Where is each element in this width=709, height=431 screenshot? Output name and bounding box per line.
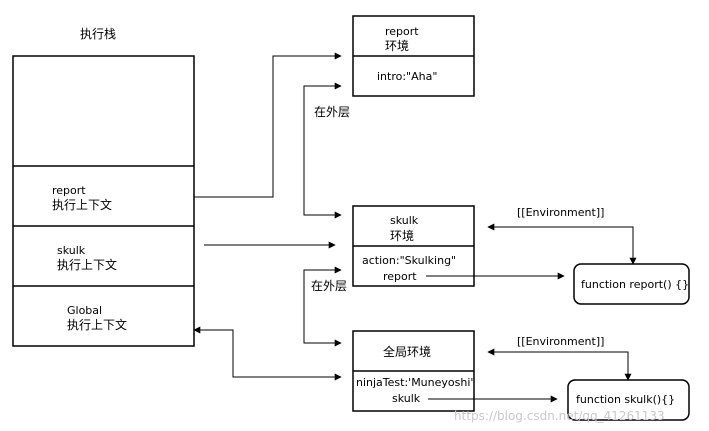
skulk-context: skulk 执行上下文 — [57, 244, 117, 272]
function-report-text: function report() {} — [581, 278, 689, 291]
report-env-entry-intro: intro:"Aha" — [377, 70, 437, 83]
skulk-env-entry-action: action:"Skulking" — [362, 254, 456, 267]
outer-label-1: 在外层 — [314, 105, 350, 119]
skulk-context-name: skulk — [57, 244, 86, 257]
global-env-label: 全局环境 — [383, 344, 431, 359]
skulk-env-name: skulk — [390, 214, 419, 227]
arrow-report-function-environment — [487, 223, 637, 265]
arrow-report-context-to-env — [194, 52, 342, 198]
global-environment: 全局环境 ninjaTest:'Muneyoshi' skulk — [352, 330, 475, 412]
function-skulk-text: function skulk(){} — [576, 393, 675, 406]
environment-label-1: [[Environment]] — [517, 206, 604, 219]
function-report-box: function report() {} — [573, 263, 690, 305]
global-context-name: Global — [67, 304, 102, 317]
global-env-entry-ninjatest: ninjaTest:'Muneyoshi' — [356, 376, 473, 389]
report-env-name: report — [385, 25, 419, 38]
global-context: Global 执行上下文 — [67, 304, 127, 332]
execution-stack — [12, 55, 195, 347]
global-env-entry-skulk: skulk — [392, 392, 421, 405]
function-skulk-box: function skulk(){} — [567, 379, 690, 421]
skulk-context-label: 执行上下文 — [57, 257, 117, 272]
environment-label-2: [[Environment]] — [517, 335, 604, 348]
skulk-env-entry-report: report — [383, 270, 417, 283]
stack-title: 执行栈 — [80, 26, 116, 41]
report-context-label: 执行上下文 — [52, 197, 112, 212]
arrow-skulk-function-environment — [487, 348, 632, 381]
skulk-environment: skulk 环境 action:"Skulking" report — [352, 205, 475, 287]
report-environment: report 环境 intro:"Aha" — [352, 15, 475, 97]
report-context-name: report — [52, 184, 86, 197]
global-context-label: 执行上下文 — [67, 317, 127, 332]
watermark: https://blog.csdn.net/qq_41261133 — [454, 409, 665, 423]
report-env-label: 环境 — [385, 38, 409, 53]
arrow-global-context-to-env — [193, 326, 342, 381]
arrow-report-outer-to-skulk — [303, 82, 342, 219]
report-context: report 执行上下文 — [52, 184, 112, 212]
outer-label-2: 在外层 — [311, 279, 347, 293]
skulk-env-label: 环境 — [390, 228, 414, 243]
